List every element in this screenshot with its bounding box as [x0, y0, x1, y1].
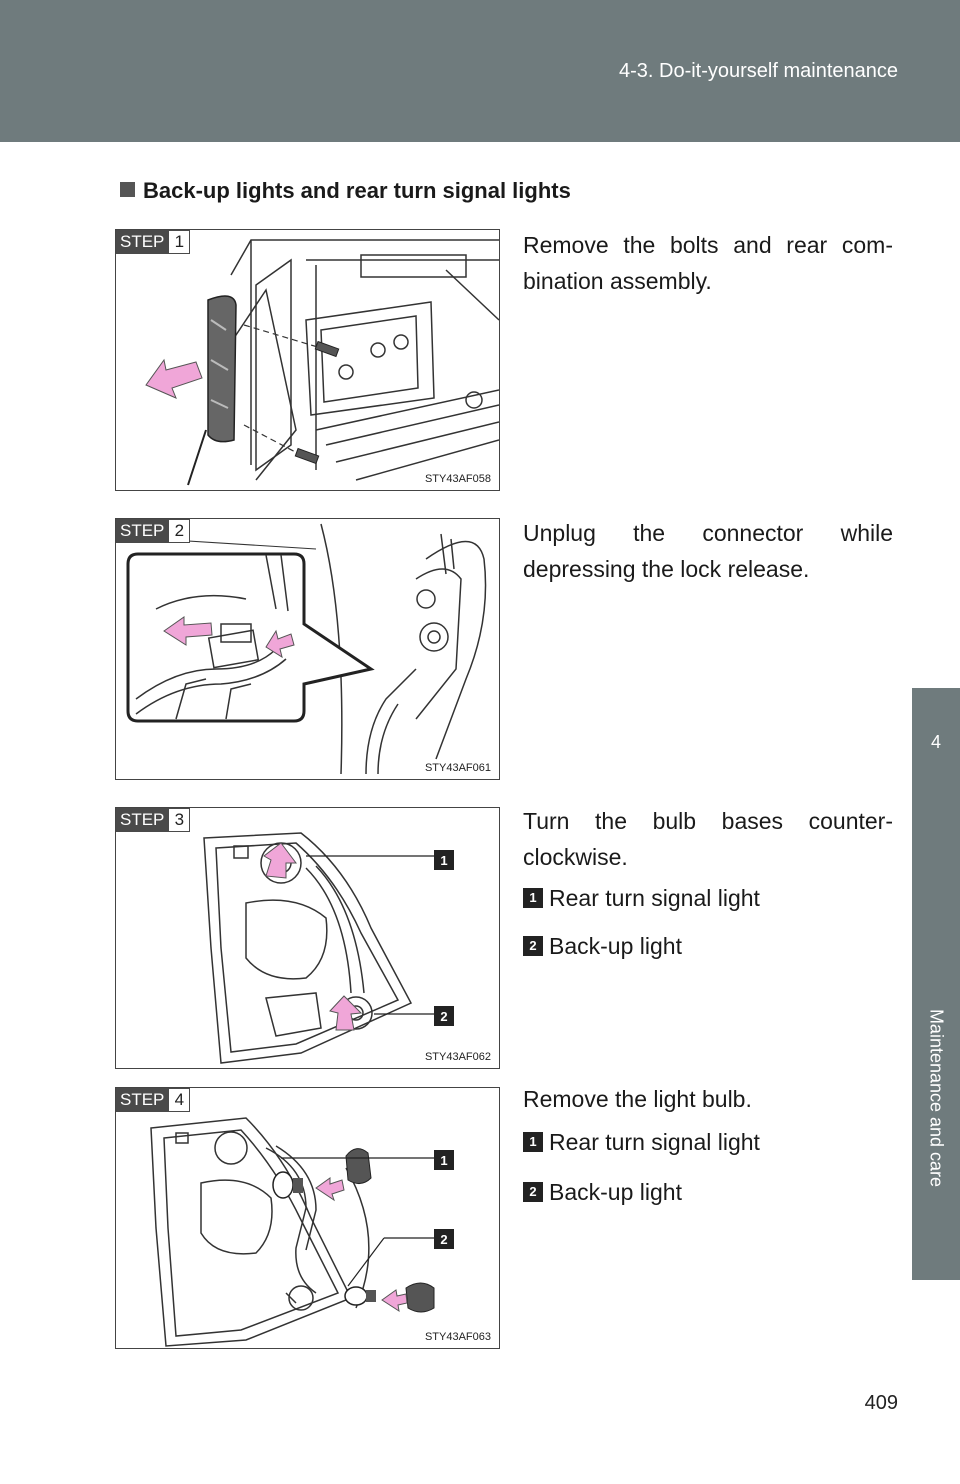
header-title: 4-3. Do-it-yourself maintenance [618, 60, 898, 82]
tailgate-illustration [145, 239, 499, 486]
step-3-badge: STEP 3 [116, 808, 191, 832]
item-number-badge: 1 [523, 1132, 543, 1152]
step-number: 4 [168, 1088, 191, 1112]
step-4-figure: STEP 4 1 2 STY43AF063 [115, 1087, 500, 1349]
item-label: Rear turn signal light [549, 1129, 760, 1155]
page-number: 409 [864, 1392, 898, 1414]
light-bulb-illustration [150, 1117, 435, 1347]
step-number: 1 [168, 230, 191, 254]
chapter-side-tab: 4 Maintenance and care [912, 688, 960, 1280]
step-word: STEP [116, 230, 169, 254]
item-number-badge: 2 [523, 1182, 543, 1202]
step-3-item-2: 2 Back-up light [523, 931, 682, 961]
callout-2: 2 [434, 1006, 454, 1026]
step-word: STEP [116, 519, 169, 543]
item-number-badge: 2 [523, 936, 543, 956]
chapter-label: Maintenance and care [926, 1008, 947, 1188]
item-number-badge: 1 [523, 888, 543, 908]
figure-code: STY43AF062 [422, 1051, 493, 1063]
item-label: Back-up light [549, 933, 682, 959]
item-label: Back-up light [549, 1179, 682, 1205]
step-1-figure: STEP 1 STY43AF058 [115, 229, 500, 491]
step-4-item-2: 2 Back-up light [523, 1177, 682, 1207]
step-number: 2 [168, 519, 191, 543]
square-bullet-icon [120, 182, 135, 197]
step-2-text: Unplug the connector while depressing th… [523, 520, 893, 582]
step-word: STEP [116, 808, 169, 832]
figure-code: STY43AF063 [422, 1331, 493, 1343]
callout-2: 2 [434, 1229, 454, 1249]
chapter-number: 4 [930, 732, 941, 752]
step-2-badge: STEP 2 [116, 519, 191, 543]
step-word: STEP [116, 1088, 169, 1112]
bulb-base-illustration [203, 832, 434, 1064]
page-header: 4-3. Do-it-yourself maintenance [0, 0, 960, 142]
step-1-badge: STEP 1 [116, 230, 191, 254]
connector-illustration [126, 523, 487, 775]
step-1-text: Remove the bolts and rear com- bination … [523, 232, 893, 294]
step-4-badge: STEP 4 [116, 1088, 191, 1112]
figure-code: STY43AF061 [422, 762, 493, 774]
step-number: 3 [168, 808, 191, 832]
section-title-text: Back-up lights and rear turn signal ligh… [143, 178, 571, 203]
item-label: Rear turn signal light [549, 885, 760, 911]
callout-1: 1 [434, 1150, 454, 1170]
step-3-item-1: 1 Rear turn signal light [523, 883, 760, 913]
callout-1: 1 [434, 850, 454, 870]
step-4-text: Remove the light bulb. [523, 1086, 752, 1112]
step-3-figure: STEP 3 1 2 STY43AF062 [115, 807, 500, 1069]
step-4-item-1: 1 Rear turn signal light [523, 1127, 760, 1157]
figure-code: STY43AF058 [422, 473, 493, 485]
section-title: Back-up lights and rear turn signal ligh… [120, 178, 571, 204]
step-3-text: Turn the bulb bases counter- clockwise. [523, 808, 893, 870]
step-2-figure: STEP 2 STY43AF061 [115, 518, 500, 780]
